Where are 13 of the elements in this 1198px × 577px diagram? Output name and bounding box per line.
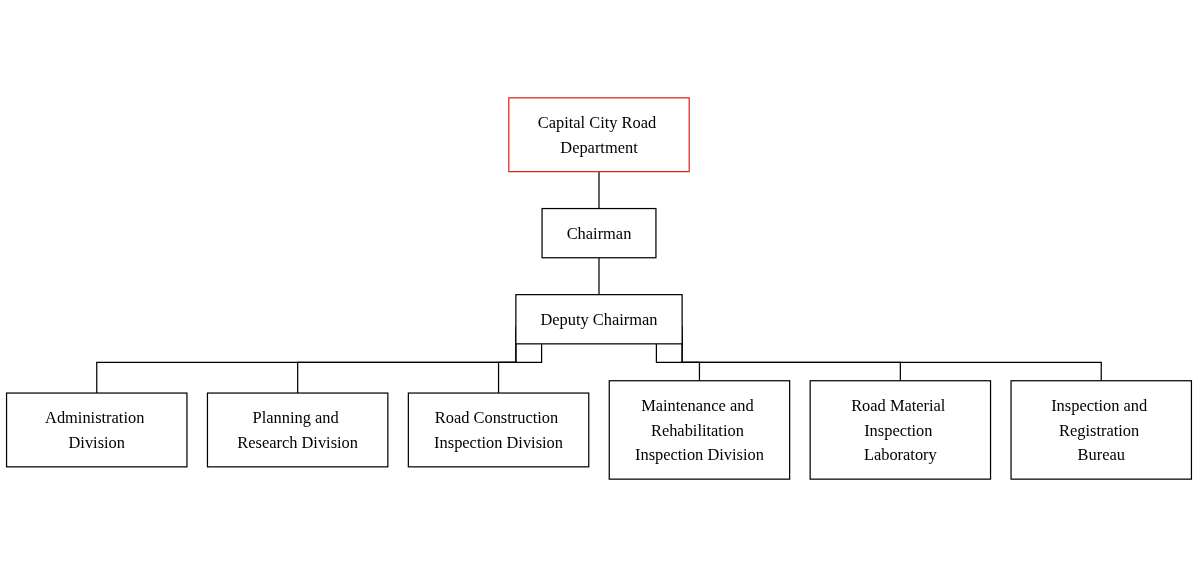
node-box: Chairman <box>541 207 657 259</box>
node-box: Planning and Research Division <box>206 392 389 468</box>
node-box: Administration Division <box>5 392 188 468</box>
node-box: Road Material Inspection Laboratory <box>809 380 992 480</box>
node-box: Capital City Road Department <box>508 97 690 173</box>
connector <box>655 343 701 382</box>
node-box: Maintenance and Rehabilitation Inspection Division <box>608 380 791 480</box>
node-box: Inspection and Registration Bureau <box>1010 380 1193 480</box>
node-box: Road Construction Inspection Division <box>407 392 590 468</box>
connector <box>598 171 600 210</box>
connector <box>598 257 600 296</box>
connector <box>497 343 543 394</box>
node-box: Deputy Chairman <box>515 294 683 345</box>
